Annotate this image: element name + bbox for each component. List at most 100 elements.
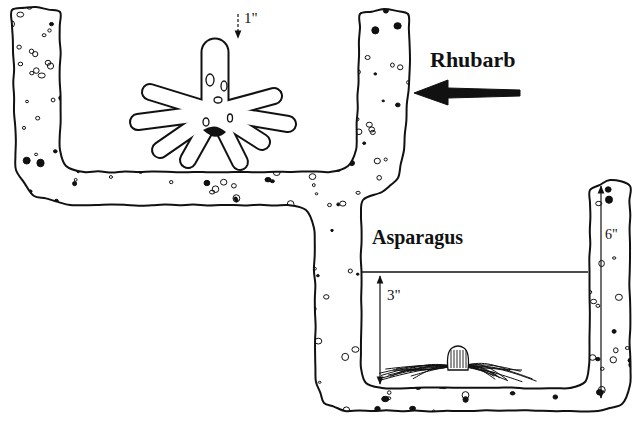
soil-speck: [98, 311, 101, 314]
soil-speck: [55, 343, 59, 346]
soil-speck: [61, 293, 65, 297]
soil-speck: [146, 30, 153, 36]
soil-speck: [17, 45, 21, 49]
soil-speck: [293, 142, 299, 147]
soil-speck: [444, 282, 448, 285]
soil-speck: [67, 130, 72, 134]
soil-speck: [272, 342, 277, 347]
soil-speck: [159, 211, 166, 217]
soil-speck: [249, 330, 254, 335]
soil-speck: [91, 121, 98, 128]
soil-speck: [266, 33, 272, 38]
soil-speck: [157, 377, 162, 382]
soil-speck: [407, 81, 411, 85]
soil-speck: [221, 237, 227, 243]
soil-speck: [628, 408, 632, 411]
soil-speck: [484, 133, 490, 138]
soil-speck: [545, 349, 548, 351]
soil-speck: [569, 186, 575, 192]
pointer-arrow: [414, 80, 520, 105]
soil-speck: [570, 89, 575, 94]
soil-speck: [36, 116, 40, 120]
soil-speck: [237, 221, 240, 224]
soil-speck: [177, 212, 182, 216]
soil-speck: [196, 279, 201, 283]
soil-speck: [408, 97, 411, 100]
soil-speck: [553, 162, 559, 167]
soil-speck: [276, 371, 282, 375]
soil-speck: [6, 296, 10, 300]
soil-speck: [141, 356, 147, 361]
dimension-arrow: [237, 14, 238, 38]
soil-speck: [212, 186, 219, 193]
soil-speck: [406, 324, 411, 329]
fill-line: [361, 271, 588, 272]
soil-speck: [80, 273, 83, 275]
soil-speck: [50, 349, 55, 354]
soil-speck: [337, 203, 340, 206]
soil-speck: [533, 336, 537, 340]
soil-speck: [436, 331, 439, 335]
soil-speck: [221, 410, 226, 416]
soil-speck: [504, 243, 509, 247]
soil-speck: [449, 21, 452, 23]
soil-speck: [69, 129, 76, 136]
soil-speck: [157, 34, 161, 37]
soil-speck: [513, 120, 517, 124]
soil-speck: [312, 184, 315, 187]
soil-speck: [442, 212, 448, 217]
soil-speck: [384, 158, 387, 161]
soil-speck: [452, 328, 457, 332]
soil-speck: [450, 3, 455, 8]
soil-speck: [461, 212, 465, 216]
soil-speck: [330, 59, 334, 61]
soil-speck: [472, 277, 477, 281]
soil-speck: [48, 29, 51, 32]
soil-speck: [372, 363, 376, 366]
soil-speck: [29, 190, 32, 193]
soil-speck: [337, 22, 340, 25]
soil-speck: [303, 215, 309, 220]
soil-speck: [589, 355, 596, 361]
soil-speck: [333, 50, 337, 54]
soil-speck: [568, 244, 573, 248]
soil-speck: [415, 384, 421, 390]
soil-speck: [318, 381, 321, 383]
soil-speck: [311, 245, 314, 248]
soil-speck: [430, 358, 434, 361]
soil-speck: [550, 153, 553, 155]
soil-speck: [536, 375, 543, 382]
crown-stripe: [466, 350, 467, 368]
soil-speck: [423, 214, 429, 221]
soil-speck: [213, 213, 218, 218]
soil-speck: [411, 154, 414, 157]
soil-speck: [196, 354, 198, 356]
soil-speck: [540, 323, 543, 327]
asparagus-root: [383, 366, 455, 378]
soil-speck: [352, 347, 359, 353]
soil-speck: [297, 294, 301, 298]
soil-speck: [211, 255, 217, 260]
soil-speck: [164, 350, 170, 355]
crown-stripe: [463, 350, 464, 368]
soil-speck: [120, 205, 126, 210]
soil-speck: [506, 253, 512, 259]
soil-speck: [549, 269, 552, 271]
soil-speck: [73, 182, 77, 186]
soil-speck: [432, 410, 435, 413]
soil-speck: [255, 55, 261, 59]
soil-speck: [331, 229, 334, 231]
soil-speck: [312, 267, 316, 270]
soil-speck: [77, 170, 80, 173]
asparagus-crown: [379, 346, 536, 382]
soil-speck: [174, 243, 179, 246]
soil-speck: [154, 374, 158, 378]
soil-speck: [267, 230, 274, 235]
soil-speck: [519, 244, 525, 250]
soil-speck: [615, 294, 622, 300]
soil-speck: [461, 316, 466, 321]
soil-speck: [115, 215, 118, 217]
soil-speck: [307, 219, 312, 223]
soil-speck: [362, 237, 365, 240]
soil-speck: [328, 203, 332, 206]
